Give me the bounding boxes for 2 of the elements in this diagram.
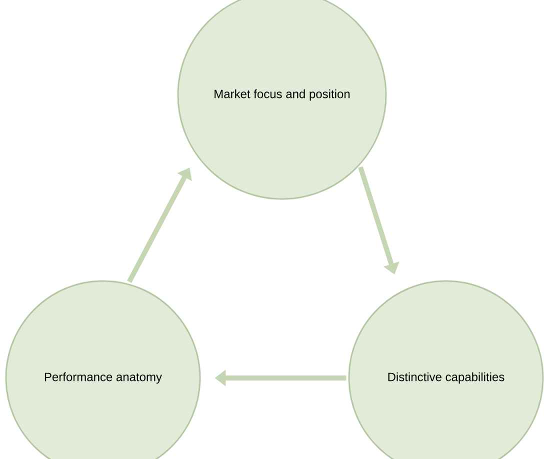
circle-node: Performance anatomy — [5, 280, 201, 459]
circle-node: Distinctive capabilities — [348, 280, 544, 459]
